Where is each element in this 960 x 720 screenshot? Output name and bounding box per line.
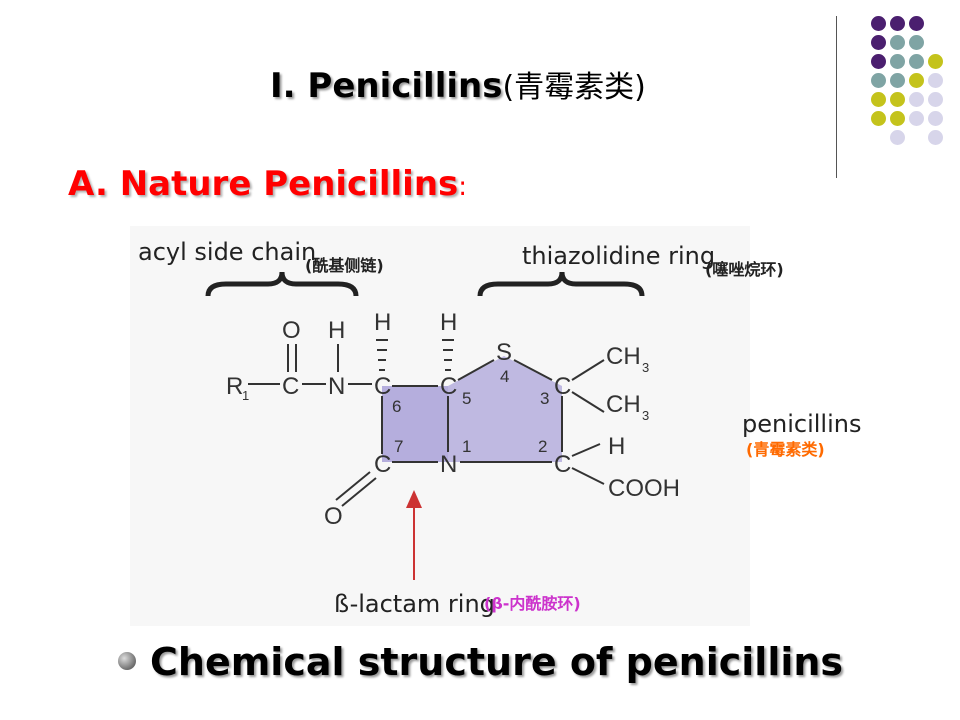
decorative-dot [890,35,905,50]
bond-s-c3 [513,359,553,381]
decorative-dot [871,111,886,126]
decorative-dot [871,16,886,31]
decorative-dot [928,92,943,107]
acyl-side-chain-label: acyl side chain [138,238,317,266]
atom-c6: C [374,373,391,400]
bond-c3-ch3a [571,359,605,381]
acyl-side-chain-chinese-label: (酰基侧链) [305,256,384,275]
ring-number-2: 2 [538,437,547,456]
atom-o-top: O [282,317,301,344]
ring-number-7: 7 [394,437,403,456]
ring-number-6: 6 [392,397,401,416]
thiazolidine-ring-brace [477,271,645,297]
decorative-dot [909,92,924,107]
atom-h6: H [374,309,391,336]
acyl-side-chain-brace [205,271,359,297]
bullet-item: Chemical structure of penicillins [118,640,843,684]
atom-n-amide: N [328,373,345,400]
atom-r-subscript: 1 [242,388,249,403]
decorative-dot [890,111,905,126]
atom-n1: N [440,451,457,478]
decorative-dot [909,54,924,69]
ring-number-1: 1 [462,437,471,456]
atom-ch3-b: CH [606,391,641,418]
penicillins-label: penicillins [742,410,862,438]
atom-h5: H [440,309,457,336]
thiazolidine-ring-shading [448,356,562,462]
beta-lactam-arrow-head [406,490,422,508]
thiazolidine-ring-chinese-label: (噻唑烷环) [705,260,784,279]
bond-c2-h [571,443,601,457]
decorative-dot [871,54,886,69]
slide-title: Ⅰ. Penicillins(青霉素类) [270,62,646,106]
penicillins-chinese-label: (青霉素类) [746,440,825,459]
decorative-dot [890,73,905,88]
decorative-dot [890,92,905,107]
decorative-dot [871,73,886,88]
ring-number-3: 3 [540,389,549,408]
beta-lactam-ring-shading [382,386,448,462]
decorative-dot [909,35,924,50]
bond-c3-ch3b [571,391,605,413]
atom-h2: H [608,433,625,460]
atom-s: S [496,339,512,366]
bond-c7-o-b [341,477,377,507]
atom-r: R [226,373,243,400]
atom-ch3-a-subscript: 3 [642,360,649,375]
section-heading-colon: : [458,172,468,202]
thiazolidine-ring-label: thiazolidine ring [522,242,716,270]
decorative-dot [928,54,943,69]
atom-c7: C [374,451,391,478]
section-heading: A. Nature Penicillins: [68,164,467,204]
atom-h-amide: H [328,317,345,344]
decorative-dot [890,16,905,31]
atom-o-bottom: O [324,503,343,530]
atom-ch3-b-subscript: 3 [642,408,649,423]
bond-c5-s [457,359,495,381]
section-heading-text: A. Nature Penicillins [68,164,459,204]
atom-ch3-a: CH [606,343,641,370]
decorative-dot [909,111,924,126]
decorative-dot [871,35,886,50]
atom-c5: C [440,373,457,400]
ring-number-4: 4 [500,367,509,386]
decorative-dot [928,73,943,88]
atom-c2: C [554,451,571,478]
decorative-divider-line [836,16,837,178]
decorative-dot [928,130,943,145]
atom-cooh: COOH [608,475,680,502]
bullet-icon [118,651,136,670]
decorative-dot [871,92,886,107]
decorative-dot [909,16,924,31]
decorative-dot [890,54,905,69]
bond-c7-o-a [335,471,371,501]
ring-number-5: 5 [462,389,471,408]
bullet-text: Chemical structure of penicillins [150,640,844,684]
decorative-dot [928,111,943,126]
beta-lactam-ring-chinese-label: (β-内酰胺环) [484,594,581,613]
decorative-dot [890,130,905,145]
atom-c-carbonyl: C [282,373,299,400]
decorative-dot [909,73,924,88]
title-chinese: (青霉素类) [502,70,646,105]
title-english: Ⅰ. Penicillins [270,66,503,106]
beta-lactam-ring-label: ß-lactam ring [334,590,495,618]
atom-c3: C [554,373,571,400]
bond-c2-cooh [571,467,605,485]
